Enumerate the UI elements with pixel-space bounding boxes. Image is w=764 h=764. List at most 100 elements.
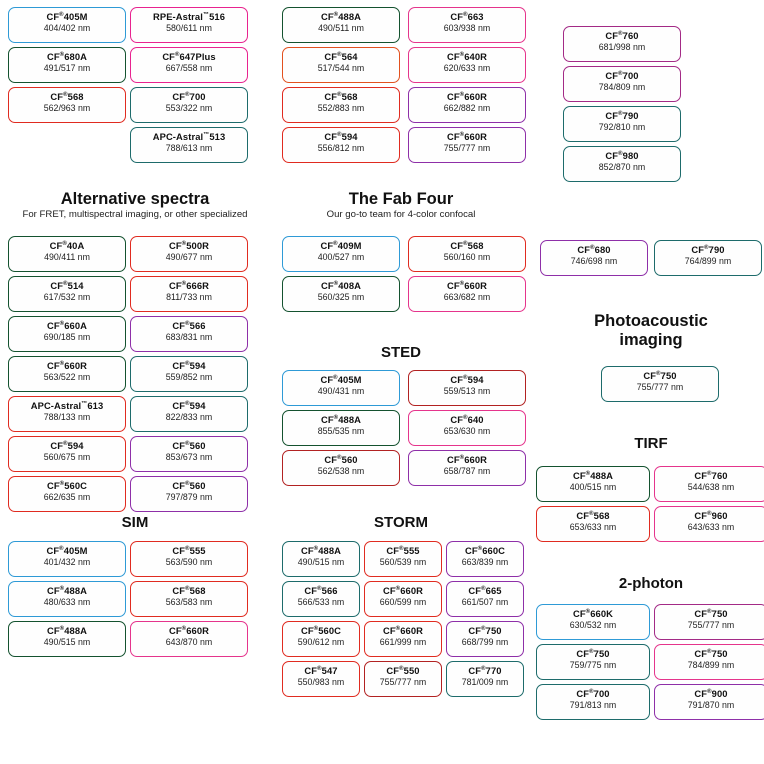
trademark-mark: ® xyxy=(707,689,712,695)
dye-chip-name: CF®660R xyxy=(446,454,488,466)
trademark-mark: ® xyxy=(313,626,319,632)
dye-chip-name: CF®594 xyxy=(450,374,484,386)
dye-chip-spec: 562/963 nm xyxy=(43,102,91,113)
dye-chip-name: CF®594 xyxy=(172,400,206,412)
trademark-mark: ® xyxy=(333,281,339,287)
dye-chip-name: CF®660R xyxy=(382,585,424,597)
trademark-mark: ® xyxy=(590,245,595,251)
trademark-mark: ® xyxy=(481,626,486,632)
dye-chip-spec: 517/544 nm xyxy=(317,62,365,73)
dye-chip-name: CF®488A xyxy=(320,11,362,23)
dye-chip-spec: 653/633 nm xyxy=(569,521,617,532)
dye-chip-name: CF®770 xyxy=(468,665,502,677)
dye-chip-name: CF®663 xyxy=(450,11,484,23)
storm-title: STORM xyxy=(374,514,428,531)
dye-chip-name: CF®555 xyxy=(386,545,420,557)
dye-chip-spec: 797/879 nm xyxy=(165,491,213,502)
trademark-mark: ® xyxy=(59,361,65,367)
trademark-mark: ® xyxy=(463,375,468,381)
tirf-title: TIRF xyxy=(634,435,668,452)
trademark-mark: ® xyxy=(185,546,190,552)
dye-chip-spec: 658/787 nm xyxy=(443,465,491,476)
